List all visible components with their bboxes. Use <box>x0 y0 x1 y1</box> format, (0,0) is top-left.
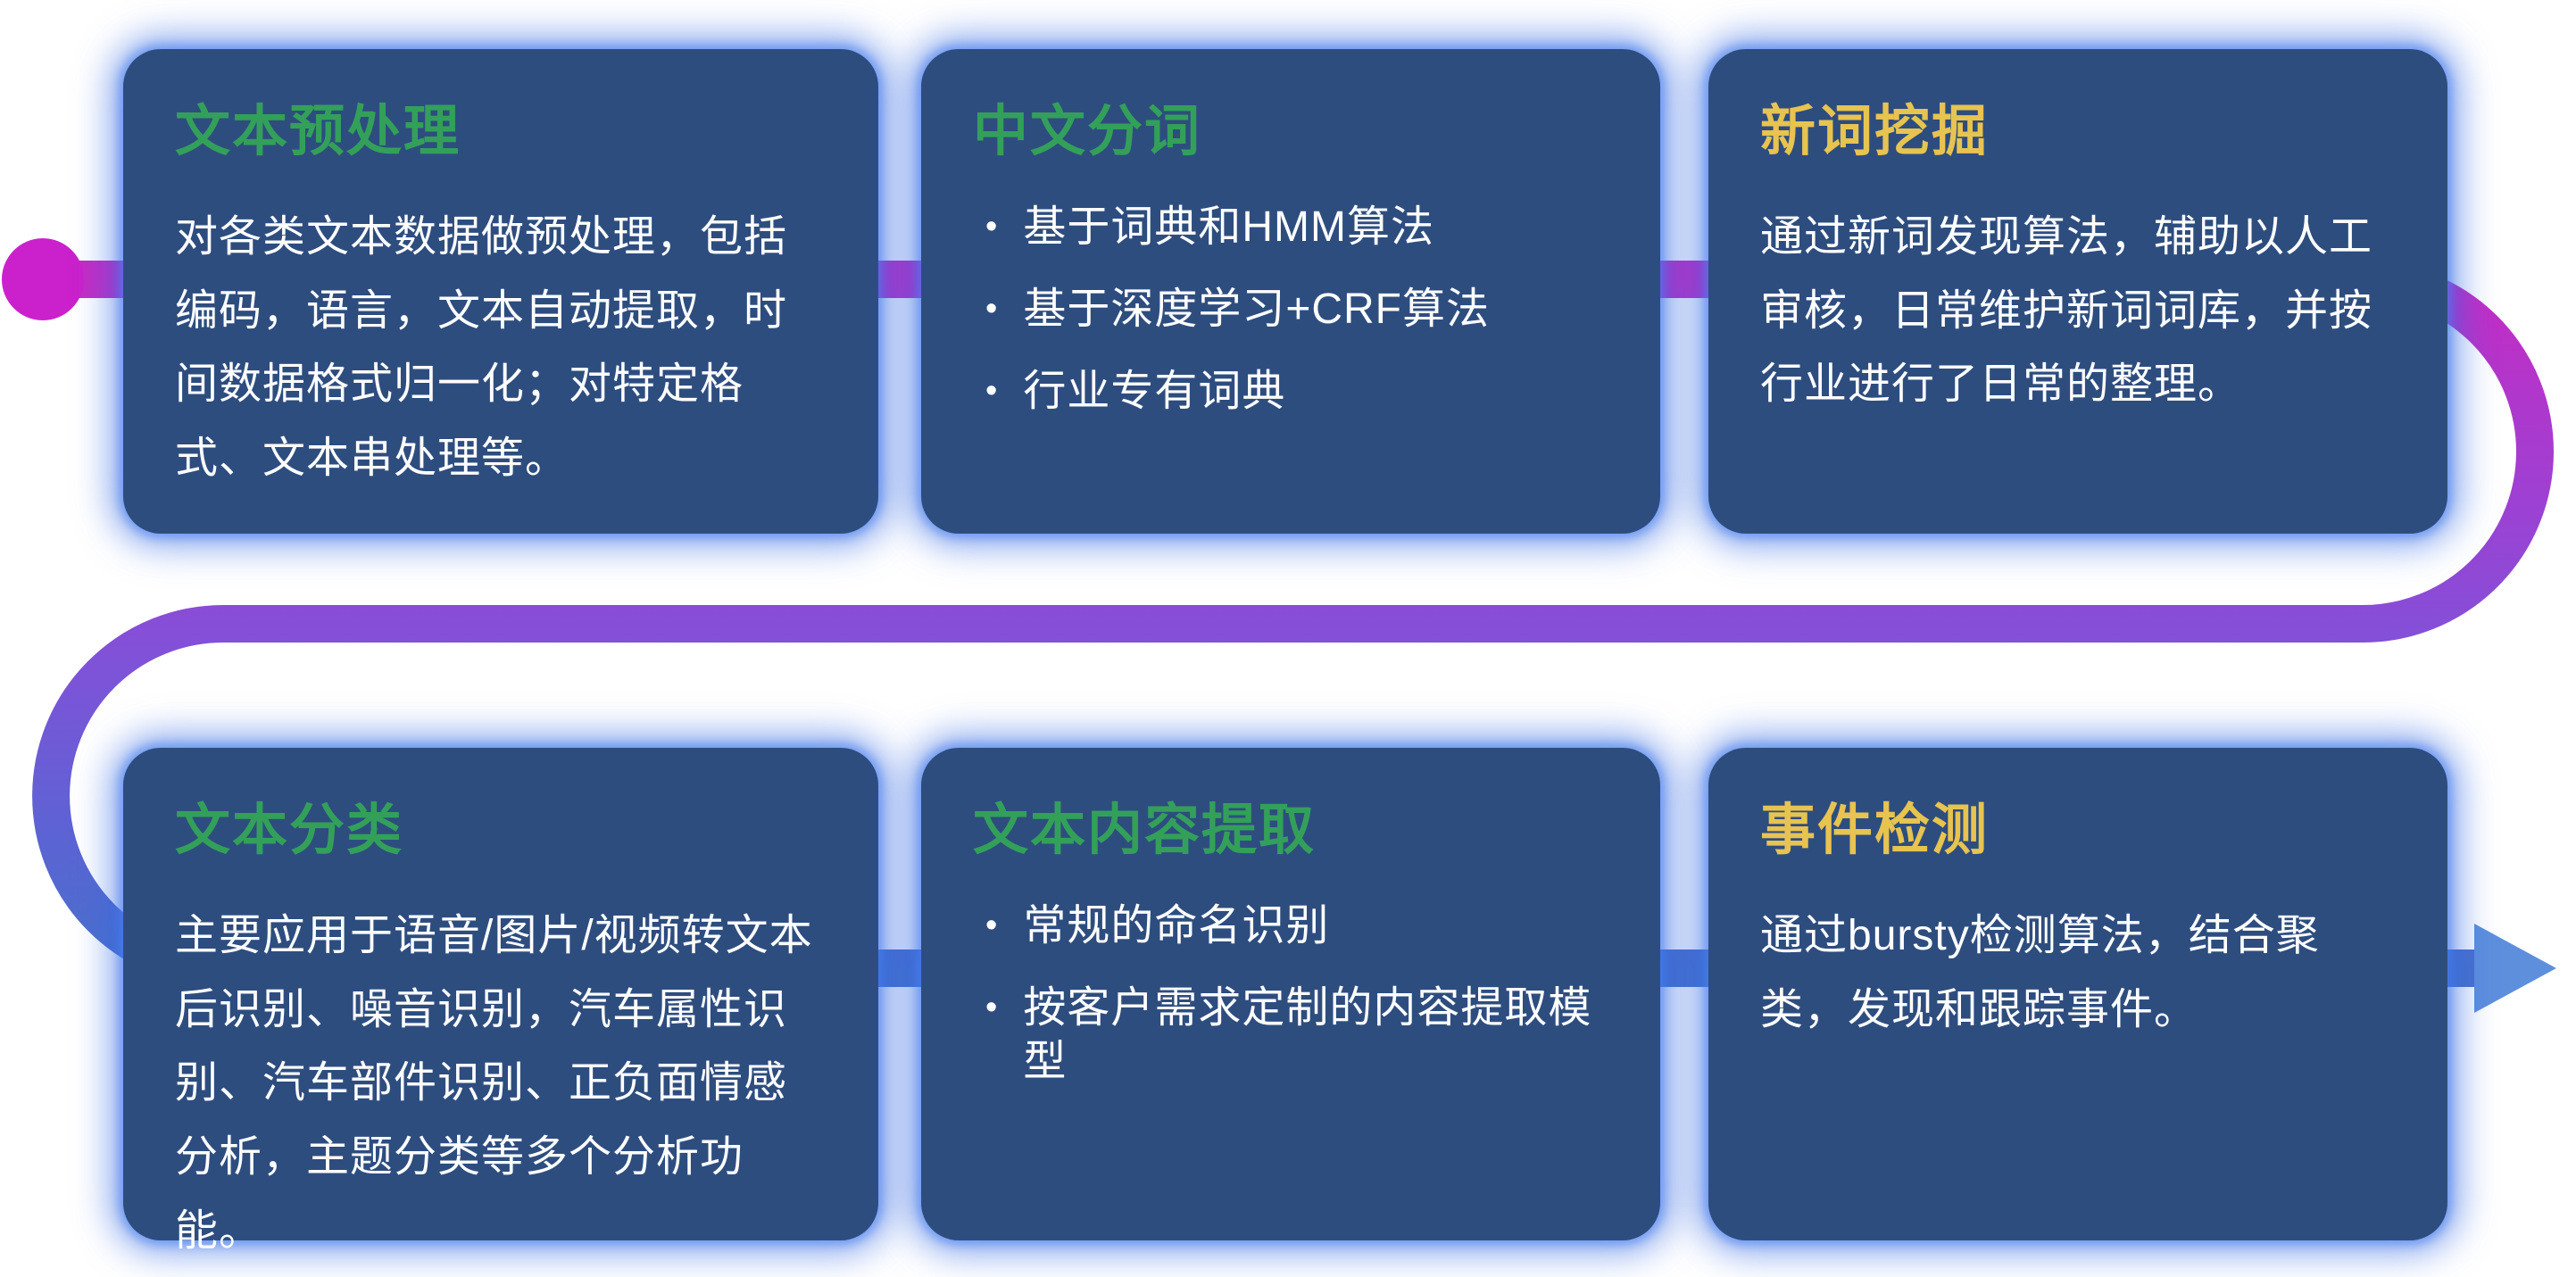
bullet-item: • 常规的命名识别 <box>973 900 1608 953</box>
card-new-word-mining: 新词挖掘 通过新词发现算法，辅助以人工审核，日常维护新词词库，并按行业进行了日常… <box>1708 49 2447 534</box>
card-title: 中文分词 <box>973 101 1202 162</box>
card-chinese-segmentation: 中文分词 • 基于词典和HMM算法 • 基于深度学习+CRF算法 • 行业专有词… <box>921 49 1660 534</box>
card-text-preprocessing: 文本预处理 对各类文本数据做预处理，包括编码，语言，文本自动提取，时间数据格式归… <box>123 49 878 534</box>
card-text: 对各类文本数据做预处理，包括编码，语言，文本自动提取，时间数据格式归一化；对特定… <box>175 213 788 483</box>
bullet-dot-icon: • <box>985 907 999 945</box>
bullet-text: 行业专有词典 <box>1023 368 1286 416</box>
bullet-text: 常规的命名识别 <box>1023 902 1330 950</box>
bullet-text: 基于深度学习+CRF算法 <box>1023 286 1490 334</box>
bullet-dot-icon: • <box>985 290 999 328</box>
bullet-item: • 基于深度学习+CRF算法 <box>973 283 1608 336</box>
bullet-item: • 基于词典和HMM算法 <box>973 201 1608 254</box>
card-text: 通过新词发现算法，辅助以人工审核，日常维护新词词库，并按行业进行了日常的整理。 <box>1760 213 2373 409</box>
card-title: 事件检测 <box>1760 800 1990 861</box>
flow-line <box>24 261 2554 987</box>
card-event-detection: 事件检测 通过bursty检测算法，结合聚类，发现和跟踪事件。 <box>1708 748 2447 1240</box>
bullet-item: • 按客户需求定制的内容提取模型 <box>973 982 1608 1089</box>
bullet-dot-icon: • <box>985 989 999 1027</box>
card-title: 文本内容提取 <box>973 800 1317 861</box>
bullet-item: • 行业专有词典 <box>973 365 1608 419</box>
card-title: 新词挖掘 <box>1760 101 1990 162</box>
card-text: 主要应用于语音/图片/视频转文本后识别、噪音识别，汽车属性识别、汽车部件识别、正… <box>175 912 813 1255</box>
card-text-classification: 文本分类 主要应用于语音/图片/视频转文本后识别、噪音识别，汽车属性识别、汽车部… <box>123 748 878 1255</box>
card-title: 文本分类 <box>175 800 404 861</box>
card-bullet-list: • 常规的命名识别 • 按客户需求定制的内容提取模型 <box>973 900 1608 1089</box>
bullet-text: 按客户需求定制的内容提取模型 <box>1023 984 1592 1086</box>
flow-start-dot-icon <box>2 238 84 320</box>
card-bullet-list: • 基于词典和HMM算法 • 基于深度学习+CRF算法 • 行业专有词典 <box>973 201 1608 419</box>
flow-arrow-icon <box>2474 924 2556 1013</box>
bullet-text: 基于词典和HMM算法 <box>1023 203 1434 252</box>
card-text: 通过bursty检测算法，结合聚类，发现和跟踪事件。 <box>1760 912 2320 1033</box>
bullet-dot-icon: • <box>985 208 999 246</box>
card-content-extraction: 文本内容提取 • 常规的命名识别 • 按客户需求定制的内容提取模型 <box>921 748 1660 1240</box>
bullet-dot-icon: • <box>985 372 999 410</box>
card-title: 文本预处理 <box>175 101 461 162</box>
